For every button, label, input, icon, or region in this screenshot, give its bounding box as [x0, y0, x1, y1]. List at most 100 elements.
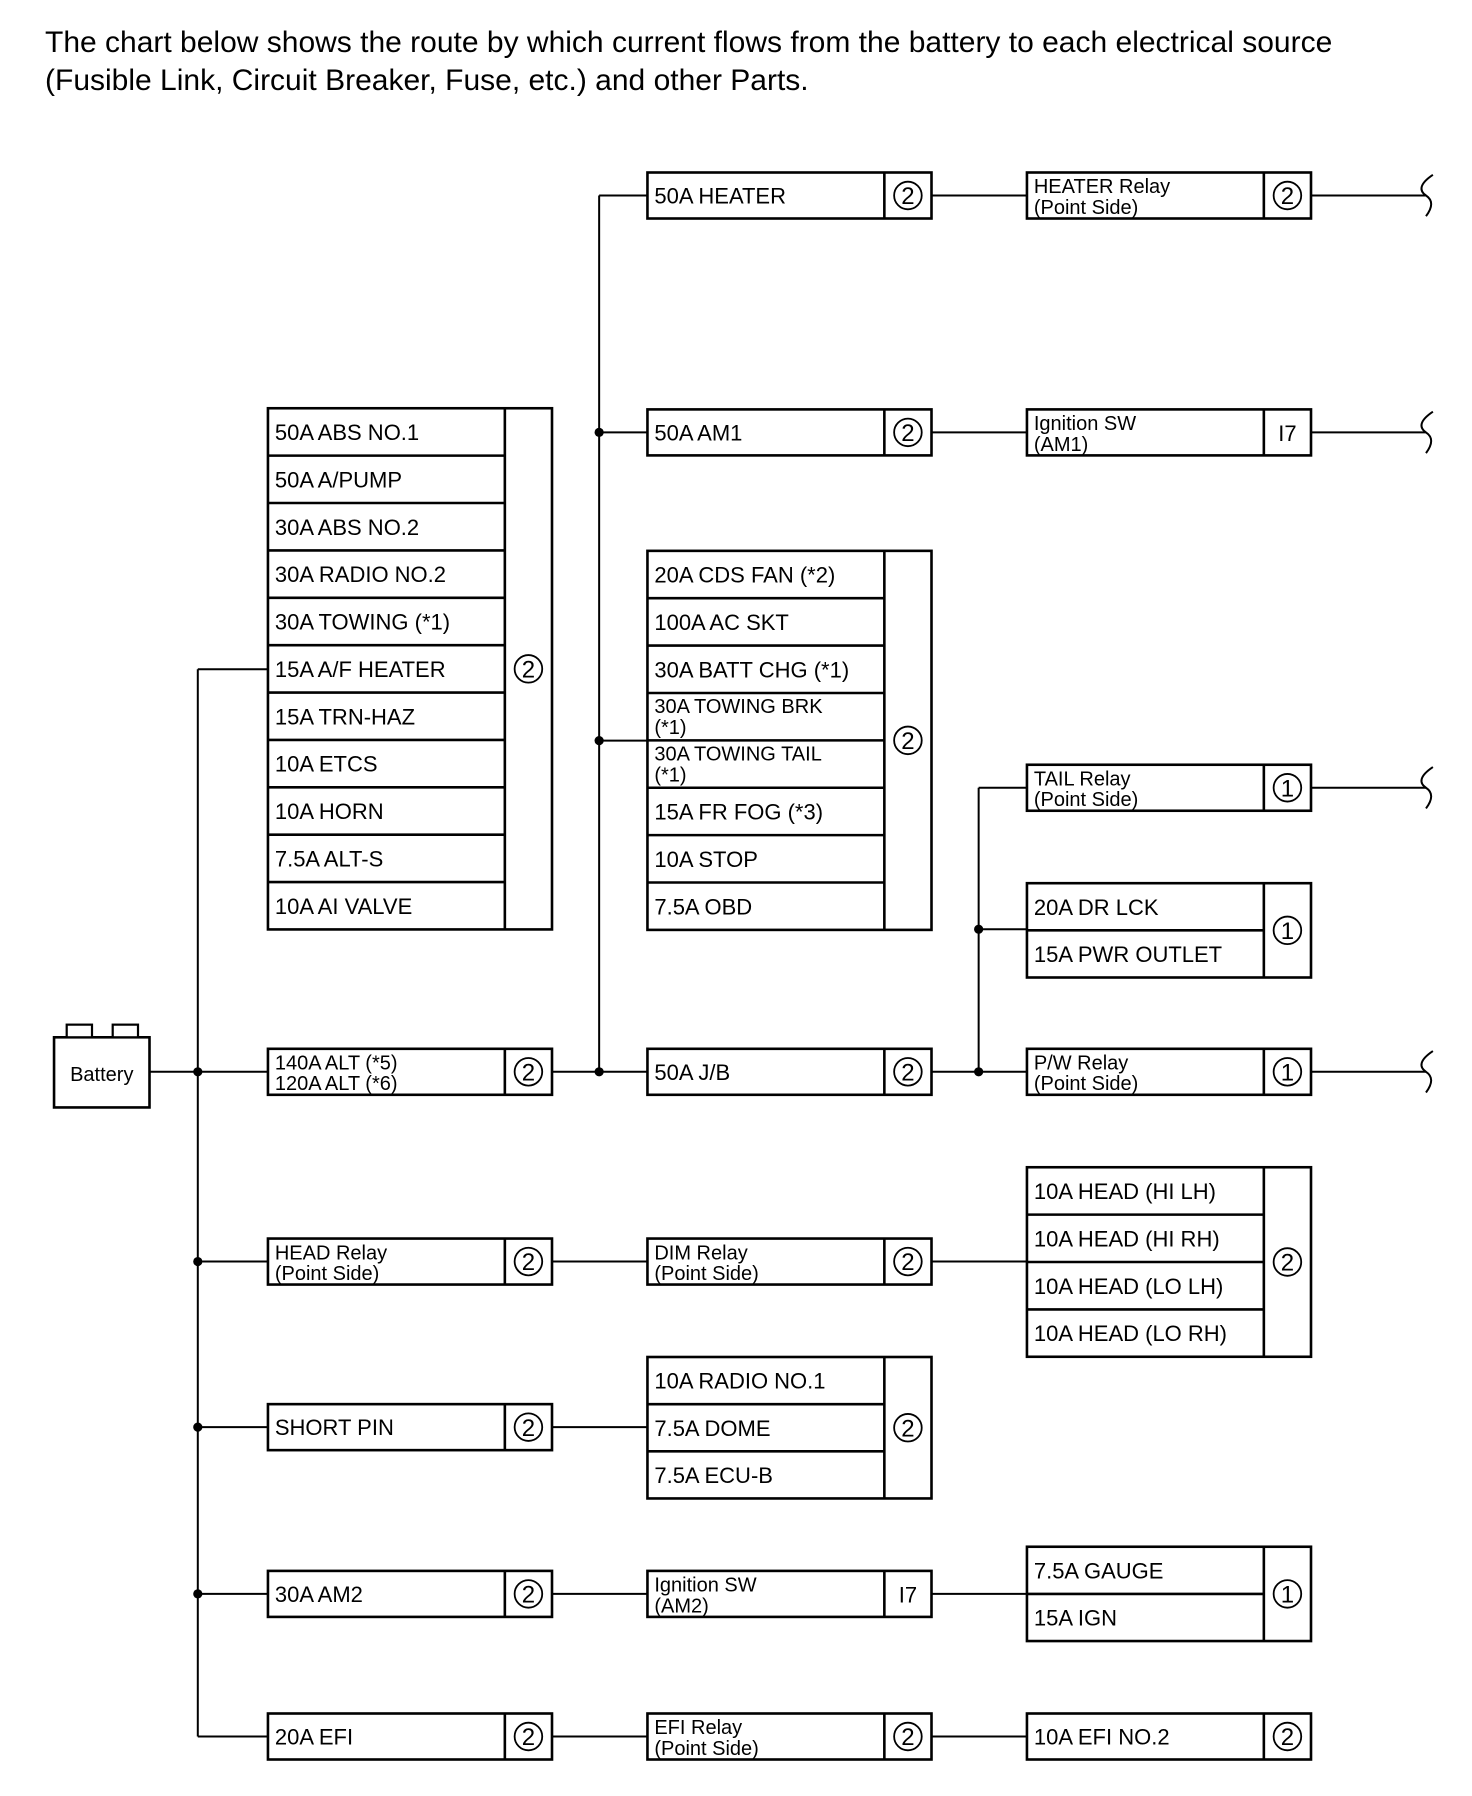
box-label: 10A STOP	[654, 847, 758, 872]
connector-circle	[1272, 773, 1303, 803]
box-label: 10A ETCS	[275, 752, 378, 777]
box-label: 7.5A GAUGE	[1034, 1558, 1164, 1583]
junction-node	[193, 1067, 203, 1077]
box-30a-am2: 30A AM2 2	[266, 1569, 554, 1619]
box-label: (Point Side)	[654, 1263, 759, 1285]
box-label: 30A RADIO NO.2	[275, 562, 446, 587]
connector-number: 2	[522, 1059, 535, 1086]
box-label: 15A PWR OUTLET	[1034, 942, 1222, 967]
continuation-mark	[1420, 1050, 1434, 1094]
connector-number: 2	[901, 183, 914, 210]
box-label: 10A EFI NO.2	[1034, 1725, 1170, 1750]
continuation-mark	[1420, 766, 1434, 810]
box-140a-alt-5: 140A ALT (*5)120A ALT (*6) 2	[266, 1047, 554, 1097]
box-label: (Point Side)	[654, 1738, 759, 1760]
connector-circle	[893, 725, 923, 756]
junction-node	[974, 924, 984, 934]
continuation-mark	[1420, 173, 1434, 217]
box-label: 120A ALT (*6)	[275, 1073, 398, 1095]
connector-number: 1	[1281, 1582, 1294, 1609]
box-label: 7.5A DOME	[654, 1416, 770, 1441]
connector-circle	[513, 654, 544, 684]
connector-circle	[893, 417, 923, 448]
box-label: 15A A/F HEATER	[275, 657, 446, 682]
group-7-5a-gauge: 7.5A GAUGE 15A IGN 1	[1025, 1545, 1313, 1643]
continuation-mark	[1420, 410, 1434, 454]
box-efi-relay: EFI Relay(Point Side)2	[646, 1712, 933, 1761]
connector-number: I7	[1278, 421, 1296, 446]
box-label: 50A ABS NO.1	[275, 420, 419, 445]
box-label: (AM2)	[654, 1595, 708, 1617]
box-label: HEATER Relay	[1034, 176, 1170, 198]
connector-circle	[893, 1246, 923, 1277]
box-dim-relay: DIM Relay(Point Side)2	[646, 1237, 933, 1286]
connector-number: 2	[522, 1415, 535, 1442]
battery: Battery	[52, 1023, 151, 1109]
battery-terminal	[65, 1023, 94, 1039]
box-50a-j-b: 50A J/B 2	[646, 1047, 933, 1097]
box-label: 15A TRN-HAZ	[275, 704, 415, 729]
intro-line-2: (Fusible Link, Circuit Breaker, Fuse, et…	[45, 64, 809, 97]
box-label: (*1)	[654, 764, 686, 786]
junction-node	[974, 1067, 984, 1077]
box-label: 50A HEATER	[654, 184, 786, 209]
connector-number: 1	[1281, 775, 1294, 802]
box-label: 140A ALT (*5)	[275, 1053, 398, 1075]
box-ignition-sw: Ignition SW(AM2)I7	[646, 1569, 933, 1619]
box-label: TAIL Relay	[1034, 768, 1131, 790]
box-label: 20A EFI	[275, 1725, 353, 1750]
box-label: 50A J/B	[654, 1060, 730, 1085]
connector-circle	[893, 180, 923, 211]
box-ignition-sw: Ignition SW(AM1) I7	[1025, 408, 1313, 457]
box-label: P/W Relay	[1034, 1053, 1128, 1075]
connector-number: 1	[1281, 918, 1294, 945]
box-20a-efi: 20A EFI 2	[266, 1712, 554, 1761]
box-label: (*1)	[654, 717, 686, 739]
box-label: SHORT PIN	[275, 1415, 394, 1440]
connector-number: 2	[522, 1249, 535, 1276]
box-label: Ignition SW	[1034, 413, 1136, 435]
connector-number: 2	[522, 1582, 535, 1609]
connector-circle	[513, 1246, 544, 1277]
junction-node	[193, 1256, 203, 1267]
box-label: 30A AM2	[275, 1582, 363, 1607]
box-label: (AM1)	[1034, 434, 1088, 456]
box-label: 30A TOWING (*1)	[275, 610, 450, 635]
box-label: (Point Side)	[275, 1263, 380, 1285]
box-label: 30A BATT CHG (*1)	[654, 657, 849, 682]
connector-number: 2	[1281, 1724, 1294, 1751]
connector-number: 2	[901, 1249, 914, 1276]
box-label: 10A RADIO NO.1	[654, 1369, 825, 1394]
box-label: 30A TOWING TAIL	[654, 744, 821, 766]
box-short-pin: SHORT PIN 2	[266, 1402, 554, 1452]
connector-number: 2	[901, 728, 914, 755]
connector-number: 2	[522, 1724, 535, 1751]
connector-number: I7	[899, 1583, 917, 1608]
junction-node	[193, 1589, 203, 1599]
box-label: 10A HEAD (LO LH)	[1034, 1274, 1224, 1299]
connector-number: 2	[901, 420, 914, 447]
intro-line-1: The chart below shows the route by which…	[45, 26, 1333, 59]
connector-circle	[513, 1721, 544, 1752]
box-label: HEAD Relay	[275, 1242, 387, 1264]
box-label: 7.5A OBD	[654, 894, 752, 919]
box-10a-efi-no-2: 10A EFI NO.2 2	[1025, 1712, 1313, 1761]
connector-circle	[1272, 1247, 1303, 1277]
connector-circle	[1272, 180, 1303, 211]
wiring-nodes	[193, 427, 984, 1599]
connector-number: 2	[1281, 183, 1294, 210]
box-label: 50A A/PUMP	[275, 467, 402, 492]
connector-number: 1	[1281, 1059, 1294, 1086]
box-label: 15A IGN	[1034, 1606, 1117, 1631]
connector-number: 2	[901, 1059, 914, 1086]
junction-node	[594, 1067, 604, 1077]
box-label: 20A DR LCK	[1034, 895, 1159, 920]
box-tail-relay: TAIL Relay(Point Side)1	[1025, 763, 1313, 813]
intro-text: The chart below shows the route by which…	[45, 24, 1445, 100]
box-label: 100A AC SKT	[654, 610, 789, 635]
